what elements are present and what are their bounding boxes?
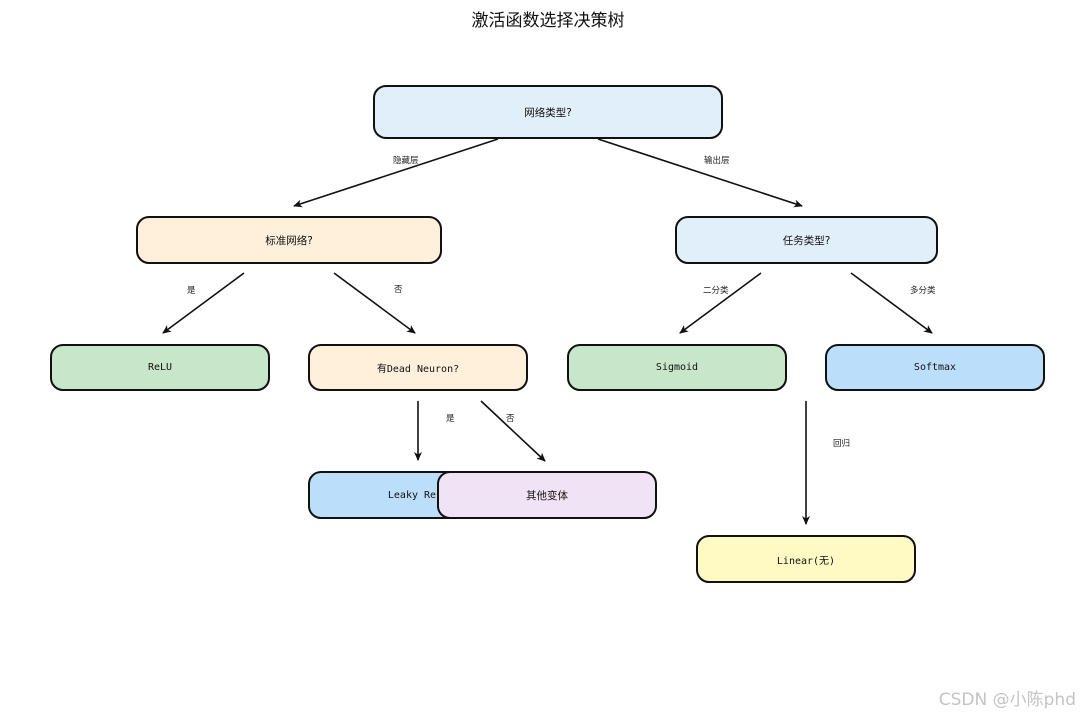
node-other-variants: 其他变体 (437, 471, 657, 519)
node-relu: ReLU (50, 344, 270, 391)
node-softmax-label: Softmax (913, 362, 957, 373)
edge-root-standard (293, 138, 499, 208)
node-task-type: 任务类型? (675, 216, 938, 264)
edge-standard-relu (162, 272, 245, 334)
edge-label-hidden: 隐藏层 (393, 156, 419, 166)
edge-label-yes-2: 是 (446, 414, 455, 424)
node-linear: Linear(无) (696, 535, 916, 583)
node-softmax: Softmax (825, 344, 1045, 391)
diagram-title: 激活函数选择决策树 (471, 11, 625, 31)
edge-task-sigmoid (679, 272, 762, 334)
edge-label-multi: 多分类 (910, 286, 936, 296)
node-leaky-relu-label: Leaky ReLU (387, 489, 449, 501)
node-linear-label: Linear(无) (776, 555, 836, 567)
edge-label-no-1: 否 (394, 285, 403, 295)
node-sigmoid-label: Sigmoid (655, 362, 699, 373)
edge-label-binary: 二分类 (703, 286, 729, 296)
node-relu-label: ReLU (147, 362, 173, 373)
node-sigmoid: Sigmoid (567, 344, 787, 391)
node-dead-neuron-label: 有Dead Neuron? (376, 364, 460, 375)
edge-root-task (597, 138, 803, 208)
node-standard-network-label: 标准网络? (265, 234, 313, 247)
node-network-type-label: 网络类型? (524, 106, 572, 119)
node-network-type: 网络类型? (373, 85, 723, 139)
edge-label-no-2: 否 (506, 414, 515, 424)
node-task-type-label: 任务类型? (782, 234, 831, 247)
edge-label-output: 输出层 (704, 156, 730, 166)
watermark: CSDN @小陈phd (938, 690, 1076, 710)
node-other-variants-label: 其他变体 (526, 489, 568, 502)
edge-label-regression: 回归 (833, 439, 851, 449)
edge-label-yes-1: 是 (187, 286, 196, 296)
node-standard-network: 标准网络? (136, 216, 442, 264)
edge-standard-dead (333, 272, 416, 334)
edge-dead-other (480, 400, 546, 462)
node-dead-neuron: 有Dead Neuron? (308, 344, 528, 391)
edge-task-softmax (850, 272, 933, 334)
